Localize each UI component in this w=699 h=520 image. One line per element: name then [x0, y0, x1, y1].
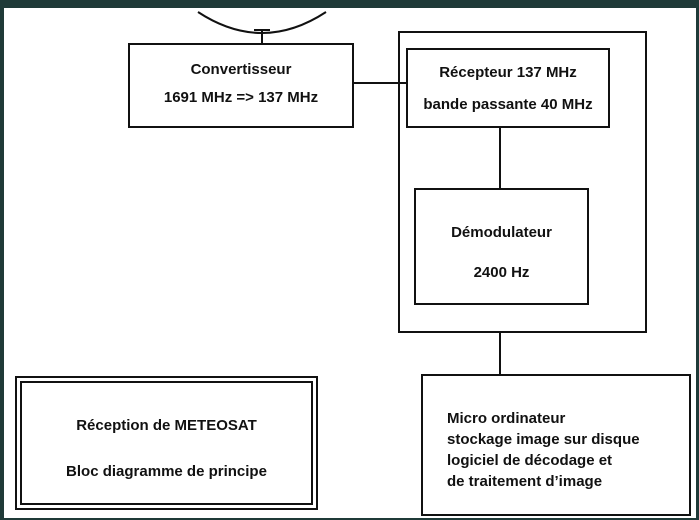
computer-block: Micro ordinateur stockage image sur disq… — [421, 374, 691, 516]
diagram-canvas: Convertisseur 1691 MHz => 137 MHz Récept… — [4, 8, 696, 518]
connector-demodulator-computer — [499, 333, 501, 375]
dish-antenna-icon — [197, 11, 327, 44]
receiver-enclosure — [398, 31, 647, 333]
converter-frequency: 1691 MHz => 137 MHz — [163, 89, 319, 106]
computer-storage: stockage image sur disque — [447, 431, 640, 448]
caption-frame: Réception de METEOSAT Bloc diagramme de … — [15, 376, 318, 510]
connector-receiver-demodulator — [499, 128, 501, 188]
demodulator-title: Démodulateur — [451, 224, 552, 241]
caption-subtitle: Bloc diagramme de principe — [66, 463, 267, 480]
computer-processing: de traitement d’image — [447, 473, 603, 490]
demodulator-frequency: 2400 Hz — [473, 264, 530, 281]
converter-title: Convertisseur — [190, 61, 292, 78]
demodulator-block: Démodulateur 2400 Hz — [414, 188, 589, 305]
computer-title: Micro ordinateur — [447, 410, 566, 427]
receiver-block: Récepteur 137 MHz bande passante 40 MHz — [406, 48, 610, 128]
converter-block: Convertisseur 1691 MHz => 137 MHz — [128, 43, 354, 128]
caption-box: Réception de METEOSAT Bloc diagramme de … — [20, 381, 313, 505]
caption-title: Réception de METEOSAT — [76, 417, 257, 434]
connector-converter-receiver — [354, 82, 406, 84]
computer-decoding: logiciel de décodage et — [447, 452, 613, 469]
receiver-bandwidth: bande passante 40 MHz — [423, 96, 593, 113]
receiver-title: Récepteur 137 MHz — [439, 64, 577, 81]
